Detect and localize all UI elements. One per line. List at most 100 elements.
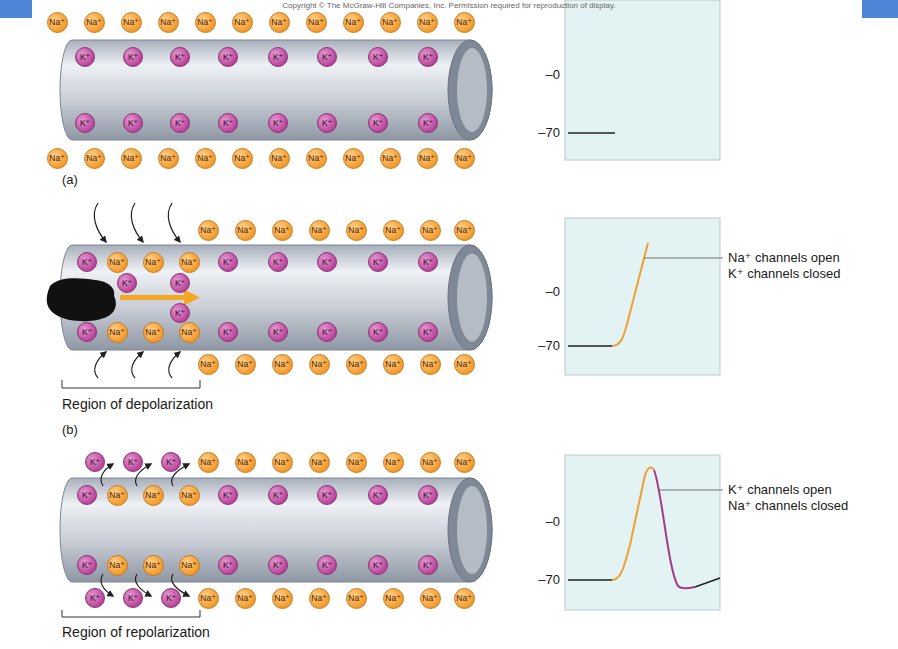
ion-label: Na⁺ (385, 458, 400, 467)
ion-label: Na⁺ (456, 458, 471, 467)
sodium-ion: Na⁺ (346, 354, 367, 375)
ion-label: K⁺ (175, 119, 185, 128)
ion-label: Na⁺ (200, 594, 215, 603)
sodium-ion: Na⁺ (269, 12, 290, 33)
ion-label: K⁺ (223, 328, 233, 337)
ion-label: K⁺ (82, 328, 92, 337)
potassium-ion: K⁺ (418, 322, 438, 342)
ion-label: Na⁺ (160, 154, 175, 163)
ion-label: K⁺ (122, 279, 132, 288)
axis-tick-label: –70 (538, 573, 560, 588)
ion-label: K⁺ (373, 119, 383, 128)
ion-label: Na⁺ (311, 360, 326, 369)
ion-label: K⁺ (128, 594, 138, 603)
ion-label: Na⁺ (197, 18, 212, 27)
ion-label: Na⁺ (311, 226, 326, 235)
potassium-ion: K⁺ (123, 113, 143, 133)
ion-label: Na⁺ (181, 258, 196, 267)
sodium-ion: Na⁺ (235, 588, 256, 609)
potassium-ion: K⁺ (85, 588, 105, 608)
potassium-ion: K⁺ (268, 555, 288, 575)
potassium-ion: K⁺ (317, 252, 337, 272)
sodium-ion: Na⁺ (309, 452, 330, 473)
sodium-ion: Na⁺ (417, 12, 438, 33)
sodium-ion: Na⁺ (383, 452, 404, 473)
potassium-ion: K⁺ (77, 252, 97, 272)
potassium-ion: K⁺ (85, 452, 105, 472)
ion-label: K⁺ (322, 491, 332, 500)
sodium-ion: Na⁺ (143, 555, 164, 576)
voltage-graph (565, 455, 723, 610)
ion-label: Na⁺ (145, 491, 160, 500)
sodium-ion: Na⁺ (198, 452, 219, 473)
ion-label: Na⁺ (200, 226, 215, 235)
ion-label: Na⁺ (274, 458, 289, 467)
ion-label: K⁺ (80, 119, 90, 128)
sodium-ion: Na⁺ (346, 588, 367, 609)
sodium-ion: Na⁺ (198, 588, 219, 609)
potassium-ion: K⁺ (368, 47, 388, 67)
ion-label: K⁺ (128, 53, 138, 62)
potassium-ion: K⁺ (170, 273, 190, 293)
potassium-ion: K⁺ (218, 252, 238, 272)
ion-label: K⁺ (322, 119, 332, 128)
panel-letter: (b) (62, 423, 78, 438)
ion-label: Na⁺ (274, 360, 289, 369)
ion-label: Na⁺ (311, 458, 326, 467)
ion-label: K⁺ (373, 491, 383, 500)
leader-line (658, 490, 723, 491)
region-label: Region of depolarization (62, 396, 213, 412)
potassium-ion: K⁺ (317, 485, 337, 505)
ion-label: Na⁺ (348, 458, 363, 467)
ion-label: K⁺ (175, 279, 185, 288)
ion-label: Na⁺ (456, 360, 471, 369)
ion-label: Na⁺ (123, 18, 138, 27)
ion-label: K⁺ (373, 561, 383, 570)
ion-label: K⁺ (223, 491, 233, 500)
ion-label: K⁺ (373, 328, 383, 337)
sodium-ion: Na⁺ (420, 220, 441, 241)
potassium-ion: K⁺ (123, 452, 143, 472)
axis-tick-label: –0 (546, 68, 560, 83)
sodium-ion: Na⁺ (179, 555, 200, 576)
ion-label: Na⁺ (123, 154, 138, 163)
ion-label: Na⁺ (237, 360, 252, 369)
ion-label: Na⁺ (181, 491, 196, 500)
potassium-ion: K⁺ (161, 452, 181, 472)
ion-flow-arrows (101, 464, 189, 596)
sodium-ion: Na⁺ (179, 322, 200, 343)
potassium-ion: K⁺ (368, 113, 388, 133)
potassium-ion: K⁺ (317, 113, 337, 133)
ion-label: Na⁺ (422, 458, 437, 467)
potassium-ion: K⁺ (268, 252, 288, 272)
ion-label: Na⁺ (456, 226, 471, 235)
axis-tick-label: –0 (546, 285, 560, 300)
ion-label: K⁺ (90, 458, 100, 467)
ion-label: Na⁺ (49, 18, 64, 27)
ion-label: Na⁺ (237, 226, 252, 235)
potassium-ion: K⁺ (317, 322, 337, 342)
ion-label: Na⁺ (345, 154, 360, 163)
ion-label: K⁺ (90, 594, 100, 603)
ion-flow-arrows (94, 203, 180, 378)
sodium-ion: Na⁺ (454, 354, 475, 375)
potassium-ion: K⁺ (218, 322, 238, 342)
sodium-ion: Na⁺ (143, 485, 164, 506)
ion-label: Na⁺ (345, 18, 360, 27)
sodium-ion: Na⁺ (380, 148, 401, 169)
ion-label: Na⁺ (181, 561, 196, 570)
sodium-ion: Na⁺ (417, 148, 438, 169)
ion-label: K⁺ (423, 258, 433, 267)
ion-label: K⁺ (82, 258, 92, 267)
sodium-ion: Na⁺ (232, 12, 253, 33)
sodium-ion: Na⁺ (420, 588, 441, 609)
ion-label: Na⁺ (456, 18, 471, 27)
sodium-ion: Na⁺ (158, 12, 179, 33)
sodium-ion: Na⁺ (235, 220, 256, 241)
sodium-ion: Na⁺ (47, 12, 68, 33)
ion-label: K⁺ (175, 53, 185, 62)
ion-label: K⁺ (322, 258, 332, 267)
sodium-ion: Na⁺ (383, 354, 404, 375)
sodium-ion: Na⁺ (272, 354, 293, 375)
voltage-graph (565, 0, 720, 160)
